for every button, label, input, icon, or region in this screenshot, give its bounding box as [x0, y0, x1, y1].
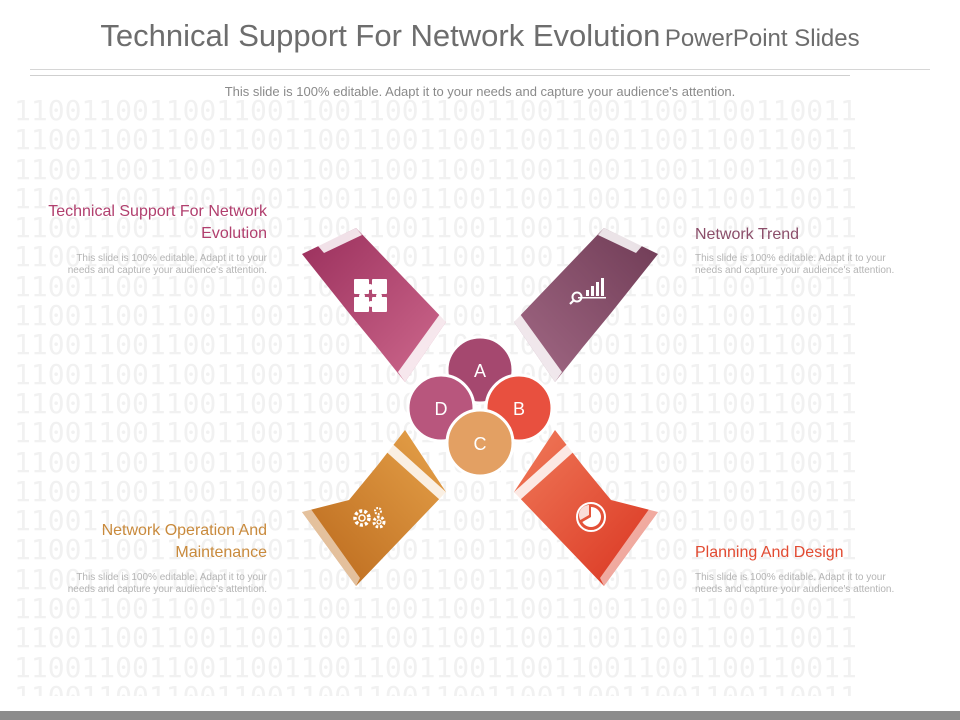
block-bottom-left	[302, 430, 446, 586]
heading-network-trend: Network Trend	[695, 226, 800, 243]
slide-title: Technical Support For Network Evolution …	[0, 18, 960, 54]
block-top-left	[302, 228, 446, 382]
circle-c: C	[445, 408, 515, 478]
block-top-right	[514, 228, 658, 382]
slide-title-main: Technical Support For Network Evolution	[100, 18, 661, 53]
heading-planning-design: Planning And Design	[695, 544, 844, 561]
block-bottom-right	[514, 430, 658, 586]
heading-technical-support: Technical Support For Network Evolution	[48, 203, 267, 242]
pie-chart-icon	[576, 502, 606, 532]
circle-c-label: C	[474, 434, 487, 454]
binary-background-pattern: 1100110011001100110011001100110011001100…	[14, 96, 857, 696]
circle-a-label: A	[474, 361, 486, 381]
growth-chart-icon	[569, 278, 606, 305]
description-network-operation: This slide is 100% editable. Adapt it to…	[67, 572, 267, 595]
slide-subtitle: This slide is 100% editable. Adapt it to…	[224, 84, 736, 99]
description-planning-design: This slide is 100% editable. Adapt it to…	[695, 572, 895, 595]
description-technical-support: This slide is 100% editable. Adapt it to…	[67, 253, 267, 276]
description-network-trend: This slide is 100% editable. Adapt it to…	[695, 253, 895, 276]
puzzle-icon	[354, 279, 387, 312]
circle-b-label: B	[513, 399, 525, 419]
footer-bar	[0, 711, 960, 720]
circle-d-label: D	[435, 399, 448, 419]
slide-title-sub: PowerPoint Slides	[664, 25, 860, 52]
heading-network-operation: Network Operation And Maintenance	[101, 522, 267, 561]
title-divider-top	[30, 69, 930, 70]
gears-icon	[353, 507, 386, 529]
center-circles: A B D C	[406, 335, 554, 478]
title-divider-bottom	[30, 75, 850, 76]
